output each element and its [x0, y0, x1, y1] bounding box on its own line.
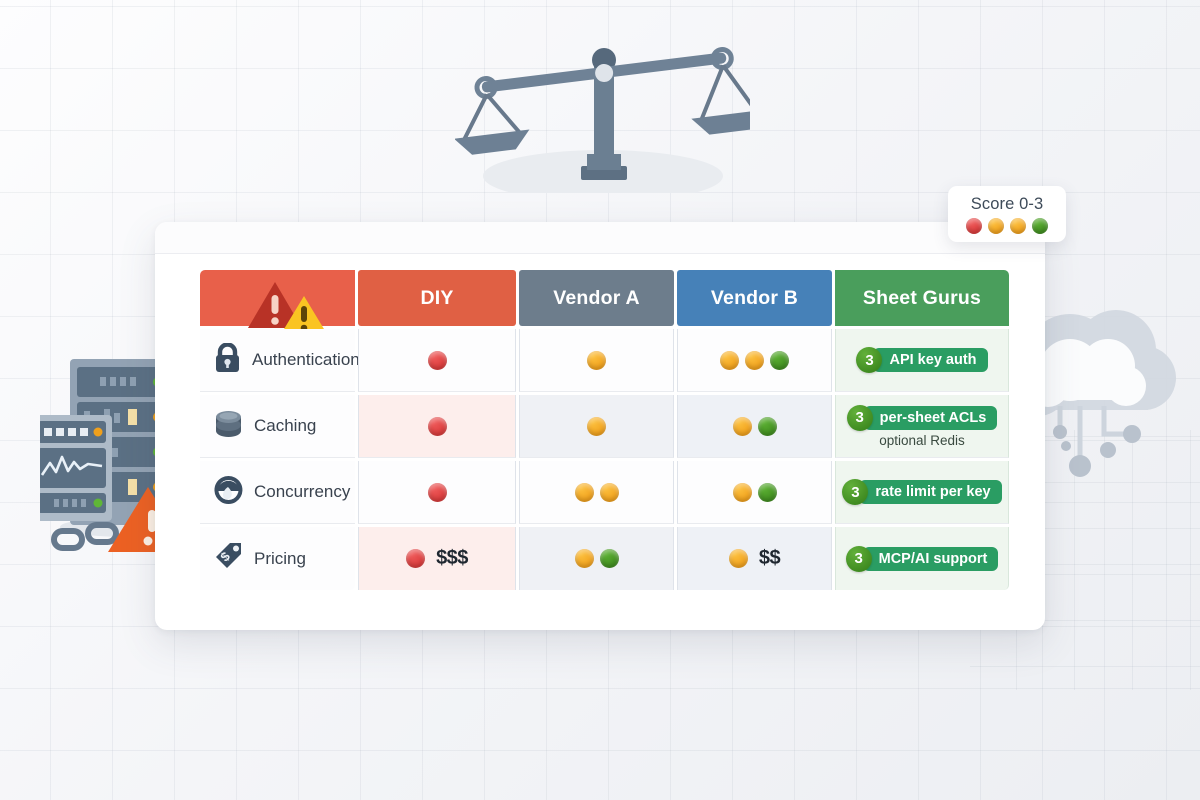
balance-scale-illustration	[454, 18, 767, 202]
cell-vendor-a[interactable]	[519, 527, 674, 590]
score-dot-orange	[720, 350, 739, 370]
cell-sheet-gurus[interactable]: 3 per-sheet ACLs optional Redis	[835, 395, 1009, 458]
legend-dot-red	[966, 217, 982, 234]
card-titlebar	[155, 222, 1045, 254]
cell-vendor-b[interactable]	[677, 461, 832, 524]
cell-sheet-gurus[interactable]: 3 rate limit per key	[835, 461, 1009, 524]
cell-vendor-b[interactable]	[677, 395, 832, 458]
score-dot-red	[427, 416, 447, 436]
legend-dots	[966, 217, 1048, 234]
row-label-cell: $ Pricing	[200, 527, 355, 590]
score-dot-orange	[732, 482, 752, 502]
cell-vendor-a[interactable]	[519, 329, 674, 392]
legend-dot-orange-2	[1010, 217, 1026, 234]
row-label-text: Concurrency	[254, 482, 351, 501]
cell-diy[interactable]: $$$	[358, 527, 516, 590]
broken-chain-icon	[51, 522, 119, 551]
price-tag-icon: $	[214, 541, 243, 576]
comparison-card: DIY Vendor A Vendor B Sheet Gurus	[155, 222, 1045, 630]
table-header-row: DIY Vendor A Vendor B Sheet Gurus	[200, 270, 1009, 334]
feature-pill: per-sheet ACLs	[863, 405, 998, 430]
table-row: Authentication 3 API key auth	[200, 329, 1009, 392]
score-dot-orange	[732, 416, 752, 436]
row-label-text: Pricing	[254, 548, 306, 568]
server-rack-illustration	[32, 345, 255, 560]
score-dot-orange	[574, 549, 594, 568]
table-row: Concurrency 3 rat	[200, 461, 1009, 524]
price-indicator: $$$	[436, 547, 468, 569]
feature-pill: rate limit per key	[859, 480, 1002, 504]
score-dot-orange	[587, 416, 606, 436]
price-indicator: $$	[758, 547, 781, 569]
score-dot-green	[599, 549, 619, 568]
cell-diy[interactable]	[358, 461, 516, 524]
score-badge: 3	[842, 479, 869, 505]
score-dot-orange	[745, 350, 764, 370]
score-dot-orange	[599, 482, 619, 502]
feature-pill: API key auth	[873, 348, 988, 372]
score-dot-green	[757, 416, 777, 436]
header-cell-sheet-gurus[interactable]: Sheet Gurus	[835, 270, 1009, 326]
row-label-cell: Concurrency	[200, 461, 355, 524]
score-dot-green	[757, 482, 777, 502]
score-dot-red	[406, 549, 426, 568]
score-dot-red	[427, 350, 447, 370]
legend-title: Score 0-3	[970, 194, 1044, 213]
score-dot-orange	[728, 549, 748, 568]
score-dot-red	[427, 482, 447, 502]
cell-vendor-b[interactable]	[677, 329, 832, 392]
warning-triangle-dark-icon	[247, 280, 303, 336]
cell-sheet-gurus[interactable]: 3 MCP/AI support	[835, 527, 1009, 590]
feature-pill: MCP/AI support	[862, 546, 999, 571]
header-cell-vendor-a[interactable]: Vendor A	[519, 270, 674, 326]
comparison-table: DIY Vendor A Vendor B Sheet Gurus	[200, 270, 1009, 590]
row-label-text: Caching	[254, 416, 317, 435]
cell-vendor-b[interactable]: $$	[677, 527, 832, 590]
header-cell-vendor-b[interactable]: Vendor B	[677, 270, 832, 326]
header-cell-features	[200, 270, 355, 334]
header-cell-diy[interactable]: DIY	[358, 270, 516, 326]
feature-subnote: optional Redis	[879, 432, 965, 448]
table-row: Caching 3 per-sheet ACLs option	[200, 395, 1009, 458]
score-badge: 3	[845, 545, 872, 572]
legend-dot-green	[1032, 217, 1048, 234]
lock-icon	[214, 341, 241, 378]
table-row: $ Pricing $$$	[200, 527, 1009, 590]
legend-dot-orange-1	[988, 217, 1004, 234]
cell-sheet-gurus[interactable]: 3 API key auth	[835, 329, 1009, 392]
warning-triangle-amber-icon	[280, 294, 328, 342]
row-label-cell: Caching	[200, 395, 355, 458]
cell-vendor-a[interactable]	[519, 395, 674, 458]
cell-vendor-a[interactable]	[519, 461, 674, 524]
gauge-icon	[214, 475, 243, 510]
cell-diy[interactable]	[358, 329, 516, 392]
cell-diy[interactable]	[358, 395, 516, 458]
score-badge: 3	[846, 404, 873, 431]
database-icon	[214, 409, 243, 444]
score-badge: 3	[856, 347, 883, 373]
row-label-text: Authentication	[252, 350, 360, 369]
score-dot-green	[770, 350, 789, 370]
score-dot-orange	[574, 482, 594, 502]
score-legend: Score 0-3	[948, 186, 1066, 242]
score-dot-orange	[587, 350, 606, 370]
row-label-cell: Authentication	[200, 329, 360, 392]
